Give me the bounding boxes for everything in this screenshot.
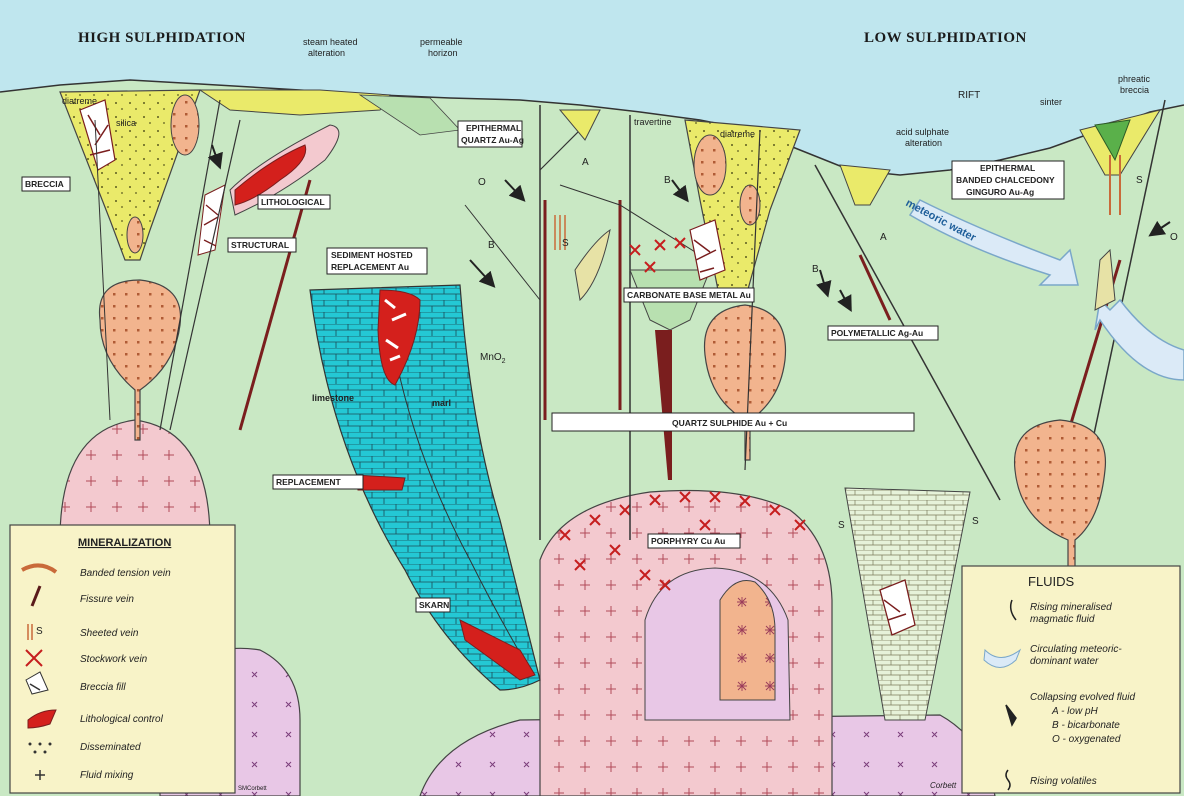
box-porphyry: PORPHYRY Cu Au [648, 534, 740, 548]
box-sediment-hosted: SEDIMENT HOSTED REPLACEMENT Au [327, 248, 427, 274]
legend-lithological-control: Lithological control [80, 714, 164, 725]
label-permeable-2: horizon [428, 48, 458, 58]
svg-text:BRECCIA: BRECCIA [25, 179, 64, 189]
letter-b-right: B [812, 264, 819, 275]
fluid-circulating-1: Circulating meteoric- [1030, 644, 1122, 655]
svg-text:LITHOLOGICAL: LITHOLOGICAL [261, 197, 325, 207]
letter-s-skarn-left: S [838, 520, 845, 531]
box-epithermal-quartz: EPITHERMAL QUARTZ Au-Ag [458, 121, 524, 147]
box-lithological: LITHOLOGICAL [258, 195, 330, 209]
letter-s-right: S [1136, 175, 1143, 186]
label-silica: silica [116, 118, 136, 128]
svg-text:BANDED CHALCEDONY: BANDED CHALCEDONY [956, 175, 1055, 185]
fluid-rising-1: Rising mineralised [1030, 602, 1112, 613]
legend-banded-tension-vein: Banded tension vein [80, 568, 171, 579]
svg-text:CARBONATE BASE METAL Au: CARBONATE BASE METAL Au [627, 290, 751, 300]
label-acid-sulphate-2: alteration [905, 138, 942, 148]
letter-a-right: A [880, 232, 887, 243]
credit-right: Corbett [930, 781, 957, 790]
box-skarn: SKARN [416, 598, 450, 612]
legend-disseminated: Disseminated [80, 742, 141, 753]
label-phreatic-2: breccia [1120, 85, 1149, 95]
letter-o-left: O [478, 177, 486, 188]
svg-text:EPITHERMAL: EPITHERMAL [466, 123, 521, 133]
label-travertine: travertine [634, 117, 672, 127]
mineralization-title: MINERALIZATION [78, 537, 171, 549]
svg-text:QUARTZ SULPHIDE Au + Cu: QUARTZ SULPHIDE Au + Cu [672, 418, 787, 428]
fluid-collapsing-3: B - bicarbonate [1052, 720, 1120, 731]
legend-breccia-fill: Breccia fill [80, 682, 126, 693]
fluid-collapsing-1: Collapsing evolved fluid [1030, 692, 1136, 703]
fluid-circulating-2: dominant water [1030, 656, 1099, 667]
letter-b-mid: B [664, 175, 671, 186]
label-phreatic-1: phreatic [1118, 74, 1151, 84]
box-structural: STRUCTURAL [228, 238, 296, 252]
svg-text:QUARTZ Au-Ag: QUARTZ Au-Ag [461, 135, 524, 145]
legend-fissure-vein: Fissure vein [80, 594, 134, 605]
fluid-rising-2: magmatic fluid [1030, 614, 1095, 625]
label-rift: RIFT [958, 90, 980, 101]
letter-s-skarn-right: S [972, 516, 979, 527]
letter-b-left: B [488, 240, 495, 251]
box-polymetallic: POLYMETALLIC Ag-Au [828, 326, 938, 340]
letter-o-right: O [1170, 232, 1178, 243]
box-replacement: REPLACEMENT [273, 475, 363, 489]
box-breccia: BRECCIA [22, 177, 70, 191]
box-epithermal-banded: EPITHERMAL BANDED CHALCEDONY GINGURO Au-… [952, 161, 1064, 199]
heading-low-sulphidation: LOW SULPHIDATION [864, 30, 1027, 46]
legend-sheeted-vein: Sheeted vein [80, 628, 139, 639]
svg-text:REPLACEMENT Au: REPLACEMENT Au [331, 262, 409, 272]
fluids-legend: FLUIDS Rising mineralised magmatic fluid… [962, 566, 1180, 793]
svg-text:EPITHERMAL: EPITHERMAL [980, 163, 1035, 173]
legend-fluid-mixing: Fluid mixing [80, 770, 134, 781]
label-steam-heated-1: steam heated [303, 37, 358, 47]
box-quartz-sulphide: QUARTZ SULPHIDE Au + Cu [552, 413, 914, 431]
label-diatreme-left: diatreme [62, 96, 97, 106]
legend-stockwork-vein: Stockwork vein [80, 654, 148, 665]
label-sinter: sinter [1040, 97, 1062, 107]
svg-text:GINGURO Au-Ag: GINGURO Au-Ag [966, 187, 1034, 197]
letter-s-left: S [562, 238, 569, 249]
fluid-collapsing-4: O - oxygenated [1052, 734, 1121, 745]
label-steam-heated-2: alteration [308, 48, 345, 58]
box-carbonate-base: CARBONATE BASE METAL Au [624, 288, 754, 302]
label-marl: marl [432, 398, 451, 408]
label-acid-sulphate-1: acid sulphate [896, 127, 949, 137]
label-permeable-1: permeable [420, 37, 463, 47]
fluid-rising-volatiles: Rising volatiles [1030, 776, 1097, 787]
left-plug-small [171, 95, 199, 155]
svg-text:PORPHYRY Cu Au: PORPHYRY Cu Au [651, 536, 725, 546]
letter-a-left: A [582, 157, 589, 168]
credit-left: SMCorbett [238, 786, 267, 792]
heading-high-sulphidation: HIGH SULPHIDATION [78, 30, 246, 46]
fluids-title: FLUIDS [1028, 574, 1075, 589]
porphyry-plug [720, 580, 775, 700]
sheeted-vein-icon: S [36, 626, 43, 637]
svg-text:REPLACEMENT: REPLACEMENT [276, 477, 342, 487]
svg-text:SKARN: SKARN [419, 600, 449, 610]
label-diatreme-right: diatreme [720, 129, 755, 139]
label-limestone: limestone [312, 393, 354, 403]
fluid-collapsing-2: A - low pH [1051, 706, 1099, 717]
svg-text:POLYMETALLIC Ag-Au: POLYMETALLIC Ag-Au [831, 328, 923, 338]
svg-text:STRUCTURAL: STRUCTURAL [231, 240, 289, 250]
mineralization-legend: MINERALIZATION S Banded tension vein Fis… [10, 525, 235, 793]
svg-text:SEDIMENT HOSTED: SEDIMENT HOSTED [331, 250, 413, 260]
